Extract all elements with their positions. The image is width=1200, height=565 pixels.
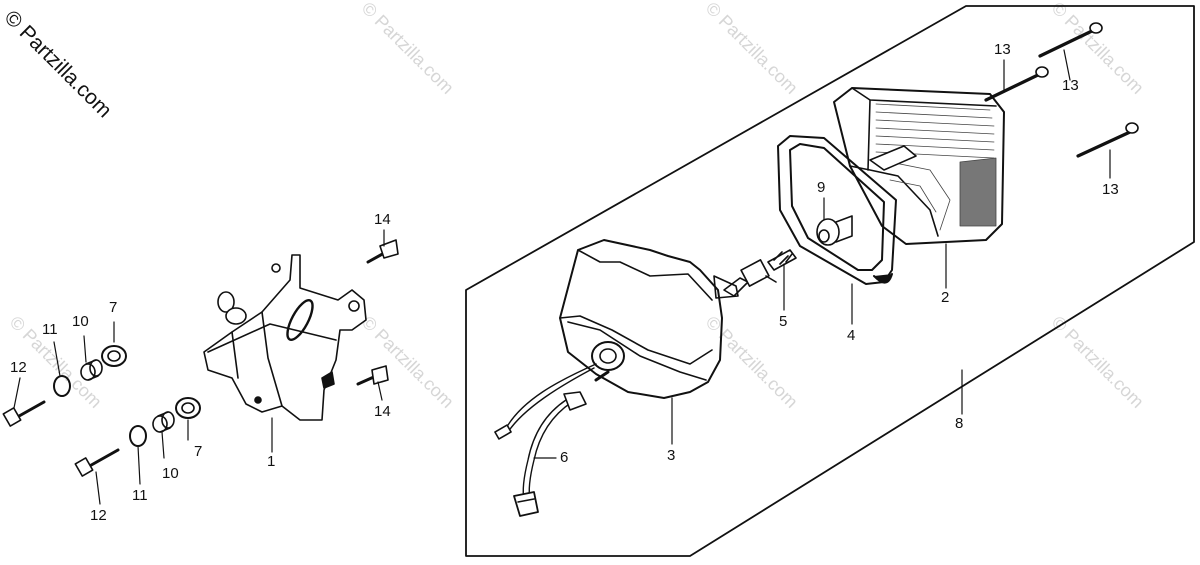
callout-8: 8 [955, 415, 964, 432]
gasket-part-4 [777, 135, 897, 285]
callout-12: 12 [10, 359, 27, 376]
bolt-part-12 [74, 448, 120, 477]
screw-part-14 [366, 239, 399, 264]
callout-10: 10 [162, 465, 179, 482]
callout-9: 9 [817, 179, 826, 196]
screw-part-13 [1076, 122, 1139, 158]
lamp-housing-part-3 [559, 239, 739, 399]
screw-part-13 [1038, 22, 1103, 58]
callout-1: 1 [267, 453, 276, 470]
callout-4: 4 [847, 327, 856, 344]
bolt-part-12 [2, 400, 46, 427]
wire-lead [507, 367, 595, 433]
callout-13: 13 [1062, 77, 1079, 94]
callout-2: 2 [941, 289, 950, 306]
bulb-part-9 [816, 215, 853, 246]
grommet-part-7 [175, 397, 201, 419]
screw-part-14 [356, 365, 389, 386]
assembly-8-outline [465, 5, 1195, 557]
callout-14: 14 [374, 403, 391, 420]
collar-part-10 [80, 359, 103, 381]
socket-part-6 [513, 391, 587, 517]
callout-11: 11 [42, 321, 58, 338]
wire-lead [503, 363, 597, 433]
bracket-part-1 [203, 254, 367, 421]
washer-part-11 [53, 375, 71, 397]
callout-7: 7 [109, 299, 118, 316]
washer-part-11 [129, 425, 147, 447]
callout-10: 10 [72, 313, 89, 330]
callout-12: 12 [90, 507, 107, 524]
callout-13: 13 [1102, 181, 1119, 198]
grommet-part-7 [101, 345, 127, 367]
callout-13: 13 [994, 41, 1011, 58]
callout-6: 6 [560, 449, 569, 466]
callout-5: 5 [779, 313, 788, 330]
collar-part-10 [152, 411, 175, 433]
callout-14: 14 [374, 211, 391, 228]
bulb-part-5 [723, 249, 797, 297]
lens-part-2 [833, 87, 1005, 245]
callout-3: 3 [667, 447, 676, 464]
callout-7: 7 [194, 443, 203, 460]
callout-11: 11 [132, 487, 148, 504]
screw-part-13 [984, 66, 1049, 102]
